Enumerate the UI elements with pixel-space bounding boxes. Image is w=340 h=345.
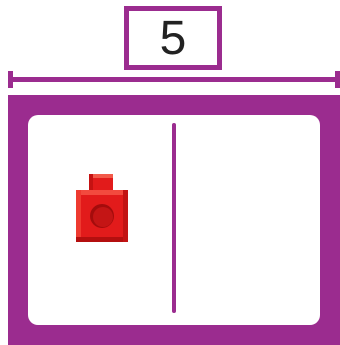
frame-inner-area [28, 115, 320, 325]
total-box: 5 [124, 6, 222, 70]
red-cube-icon [72, 172, 132, 244]
frame-divider [172, 123, 176, 313]
total-value: 5 [160, 15, 187, 63]
part-part-frame [8, 95, 340, 345]
bracket-right-tick [335, 71, 340, 88]
bracket-line [8, 77, 340, 82]
